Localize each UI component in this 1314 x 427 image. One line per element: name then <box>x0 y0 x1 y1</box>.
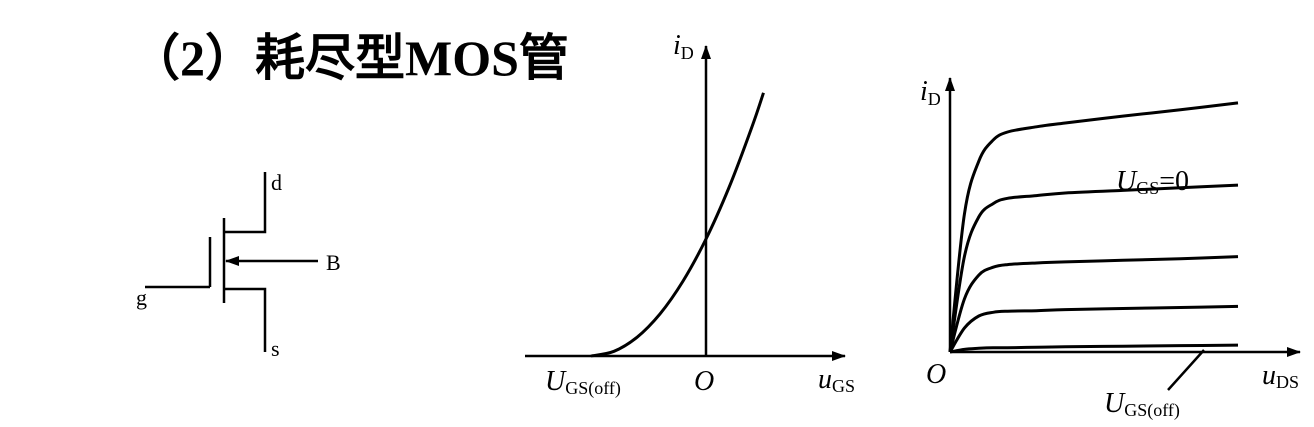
output-y-label: iD <box>920 76 941 109</box>
drain-label: d <box>271 170 282 195</box>
output-curve-1 <box>948 101 1239 353</box>
source-label: s <box>271 336 280 361</box>
drain-lead <box>224 172 267 234</box>
output-curve-3 <box>948 255 1239 353</box>
transfer-x-subscript: GS <box>832 376 855 396</box>
transfer-origin-label: O <box>694 366 714 397</box>
output-curves <box>948 101 1239 354</box>
source-lead <box>224 287 267 352</box>
transfer-chart: iD uGS O UGS(off) <box>525 30 855 399</box>
curve-label-off-subscript: GS(off) <box>1124 400 1180 421</box>
curve-label-off: UGS(off) <box>1104 388 1180 421</box>
transfer-x-label: uGS <box>818 364 855 396</box>
page-title: （2）耗尽型MOS管 <box>130 30 569 86</box>
output-y-symbol: i <box>920 76 928 107</box>
transfer-y-label: iD <box>673 30 694 63</box>
transfer-pinchoff-subscript: GS(off) <box>565 378 621 399</box>
curve-label-zero: UGS=0 <box>1116 166 1189 198</box>
output-curve-5 <box>949 343 1239 354</box>
output-curve-4 <box>948 304 1239 353</box>
gate-label: g <box>136 285 147 310</box>
output-x-label: uDS <box>1262 360 1299 392</box>
transfer-y-symbol: i <box>673 30 681 61</box>
curve-label-zero-symbol: U <box>1116 166 1138 197</box>
transfer-pinchoff-label: UGS(off) <box>545 366 621 399</box>
curve-label-zero-value: =0 <box>1159 166 1189 197</box>
transfer-y-subscript: D <box>681 43 694 63</box>
transfer-x-symbol: u <box>818 364 832 395</box>
transfer-pinchoff-symbol: U <box>545 366 567 397</box>
transfer-curve <box>590 92 765 358</box>
output-x-symbol: u <box>1262 360 1276 391</box>
curve-label-off-symbol: U <box>1104 388 1126 419</box>
off-label-leader <box>1167 349 1205 391</box>
body-label: B <box>326 250 341 275</box>
output-y-subscript: D <box>928 89 941 109</box>
output-origin-label: O <box>926 359 946 390</box>
output-x-subscript: DS <box>1276 372 1299 392</box>
output-curve-2 <box>948 183 1239 353</box>
mosfet-symbol <box>145 172 318 352</box>
output-chart: iD uDS O UGS=0 UGS(off) <box>920 76 1301 421</box>
curve-label-zero-subscript: GS <box>1136 178 1159 198</box>
